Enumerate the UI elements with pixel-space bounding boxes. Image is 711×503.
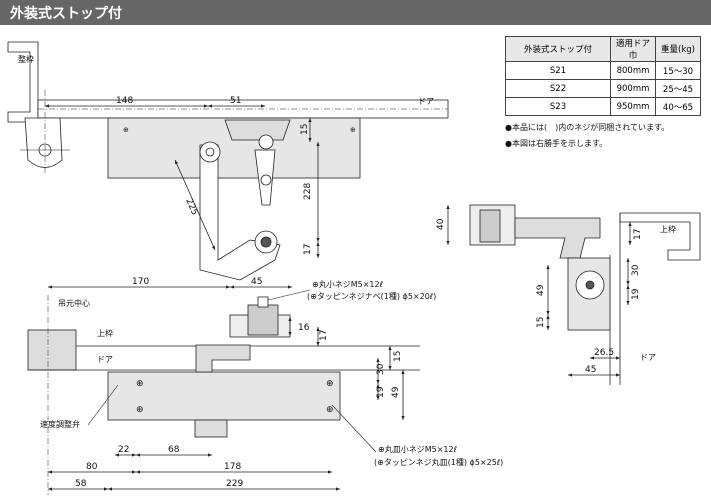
note-right-hand: ●本図は右勝手を示します。 [505, 139, 608, 148]
bracket-nut [257, 296, 269, 308]
cell-weight: 15～30 [655, 61, 701, 80]
table-row: S22 900mm 25～45 [505, 79, 701, 98]
bottom-view: 上枠 ドア 吊元中心 ⊕ ⊕ ⊕ ⊕ 速度調整弁 ⊕丸小ネジM5×12ℓ (⊕タ… [27, 277, 503, 495]
side-frame-profile [619, 212, 701, 261]
dim-68: 68 [168, 445, 180, 455]
side-arm [514, 217, 601, 259]
closer-body-bottom [107, 371, 341, 421]
cell-model: S21 [505, 61, 611, 80]
side-door-label: ドア [640, 353, 656, 362]
side-dim-19: 19 [631, 288, 641, 300]
dim-148: 148 [116, 96, 133, 106]
side-dim-15: 15 [536, 317, 546, 328]
side-dim-30: 30 [631, 264, 641, 276]
cell-weight: 40～65 [655, 97, 701, 116]
side-dim-49: 49 [536, 284, 546, 296]
frame-label: 整枠 [18, 54, 34, 64]
upper-frame-label: 上枠 [97, 328, 113, 338]
section-title: 外装式ストップ付 [10, 6, 122, 22]
bracket-top [224, 119, 291, 141]
screw-top-label-1: ⊕丸小ネジM5×12ℓ [312, 279, 383, 289]
dim-228: 228 [303, 183, 313, 200]
table-row: S23 950mm 40～65 [505, 97, 701, 116]
screw-bottom-4: ⊕ [326, 405, 334, 415]
frame-profile [7, 41, 39, 123]
dim-49: 49 [391, 386, 401, 398]
speed-valve-leader [87, 384, 119, 426]
cell-weight: 25～45 [655, 79, 701, 98]
spec-table: 外装式ストップ付 適用ドア巾 重量(kg) S21 800mm 15～30 S2… [505, 36, 701, 116]
dim-178: 178 [224, 462, 241, 472]
screw-bottom-2: ⊕ [136, 405, 144, 415]
cell-door-width: 800mm [610, 61, 656, 80]
cell-door-width: 900mm [610, 79, 656, 98]
speed-valve-label: 速度調整弁 [40, 419, 80, 429]
dim-30: 30 [376, 363, 386, 375]
bracket-roller [247, 304, 279, 336]
pivot-top-2 [258, 134, 274, 150]
dim-51: 51 [230, 96, 241, 106]
spec-table-header: 外装式ストップ付 適用ドア巾 重量(kg) [505, 36, 701, 62]
screw-top-leader [267, 289, 311, 301]
door-top [37, 99, 449, 119]
arm-bottom [195, 344, 251, 373]
top-view: 整枠 ドア ⊕ ⊕ 148 51 15 228 17 [7, 41, 449, 281]
body-screw-a: ⊕ [123, 126, 129, 134]
side-dim-26-5: 26.5 [594, 348, 614, 358]
cell-model: S22 [505, 79, 611, 98]
screw-bottom-3: ⊕ [326, 379, 334, 389]
dim-229: 229 [226, 479, 243, 489]
dim-19: 19 [376, 386, 386, 398]
dim-45-bottom: 45 [251, 277, 262, 287]
hinge [24, 117, 63, 168]
dim-225-line [174, 159, 216, 251]
screw-top-label-2: (⊕タッピンネジナベ(1種) ɸ5×20ℓ) [307, 291, 436, 301]
dim-170: 170 [132, 277, 149, 287]
header-weight: 重量(kg) [655, 36, 701, 62]
side-roller [479, 209, 501, 243]
pivot-center-label: 吊元中心 [58, 298, 90, 308]
section-header: 外装式ストップ付 [0, 0, 711, 25]
pivot-top-4 [260, 174, 272, 186]
side-upper-frame-label: 上枠 [660, 224, 676, 234]
closer-bottom-cap [194, 419, 228, 438]
side-pivot-inner [585, 280, 595, 290]
dim-17-top: 17 [303, 244, 313, 255]
header-model: 外装式ストップ付 [505, 36, 611, 62]
side-view: 上枠 ドア 40 17 30 19 49 15 26.5 45 [436, 204, 701, 385]
screw-bottom-label-1: ⊕丸皿小ネジM5×12ℓ [378, 444, 457, 454]
door-label-bottom: ドア [97, 355, 113, 364]
table-row: S21 800mm 15～30 [505, 61, 701, 80]
screw-bottom-leader [331, 404, 377, 453]
upper-frame-block [27, 329, 77, 371]
dim-17-bottom: 17 [319, 330, 329, 341]
door-label-top: ドア [418, 97, 434, 106]
dim-58: 58 [75, 479, 87, 489]
pivot-top-1-inner [205, 147, 215, 157]
cell-model: S23 [505, 97, 611, 116]
dim-80: 80 [86, 462, 98, 472]
note-screws: ●本品には( )内のネジが同梱されています。 [505, 123, 670, 132]
screw-bottom-1: ⊕ [136, 379, 144, 389]
side-dim-45: 45 [585, 365, 596, 375]
dim-22: 22 [118, 445, 129, 455]
side-dim-17: 17 [633, 229, 643, 240]
pivot-top-3-inner [260, 236, 272, 248]
dim-16: 16 [298, 323, 310, 333]
body-screw-b: ⊕ [350, 126, 356, 134]
cell-door-width: 950mm [610, 97, 656, 116]
dim-225: 225 [183, 197, 199, 217]
dim-15-bottom: 15 [393, 351, 403, 362]
screw-bottom-label-2: (⊕タッピンネジ丸皿(1種) ɸ5×25ℓ) [374, 457, 503, 467]
side-dim-40: 40 [436, 218, 446, 230]
dim-15: 15 [300, 124, 310, 135]
header-door-width: 適用ドア巾 [610, 36, 656, 62]
